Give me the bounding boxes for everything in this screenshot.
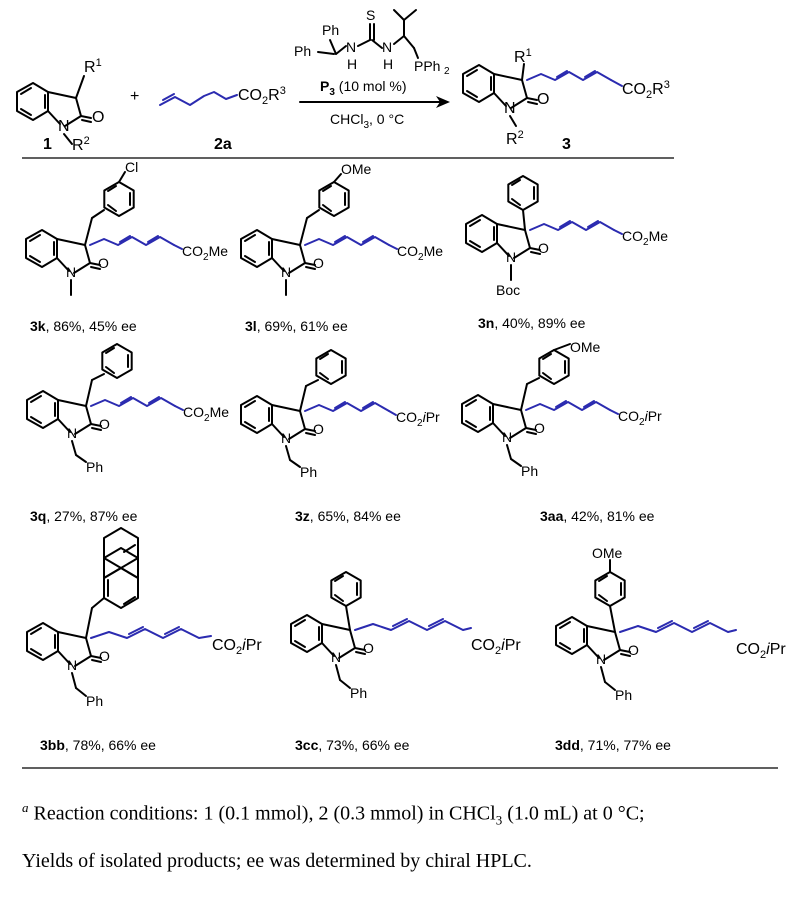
nitrogen-label: N — [58, 118, 70, 135]
reactant-2a: CO2R3 2a — [159, 85, 286, 153]
svg-text:CO2iPr: CO2iPr — [396, 409, 440, 429]
oxygen-label: O — [92, 109, 104, 126]
svg-text:Ph: Ph — [615, 687, 632, 703]
svg-text:Ph: Ph — [350, 685, 367, 701]
caption-3n: 3n, 40%, 89% ee — [478, 315, 586, 331]
reaction-conditions: CHCl3, 0 °C — [330, 111, 404, 131]
svg-text:N: N — [382, 39, 392, 55]
svg-text:CO2iPr: CO2iPr — [471, 637, 521, 657]
compound-1-label: 1 — [43, 136, 52, 153]
svg-text:N: N — [596, 651, 606, 667]
structure-3l: OMe O N CO2Me — [240, 161, 443, 296]
product-r1-label: R1 — [514, 47, 532, 66]
svg-text:N: N — [281, 264, 291, 280]
svg-text:O: O — [628, 642, 639, 658]
caption-3aa: 3aa, 42%, 81% ee — [540, 508, 655, 524]
compound-3-label: 3 — [562, 136, 571, 153]
caption-3cc: 3cc, 73%, 66% ee — [295, 737, 410, 753]
caption-3k: 3k, 86%, 45% ee — [30, 318, 137, 334]
svg-text:N: N — [331, 649, 341, 665]
svg-text:N: N — [67, 425, 77, 441]
svg-text:CO2Me: CO2Me — [182, 243, 228, 263]
r2-label: R2 — [72, 135, 90, 154]
svg-text:Cl: Cl — [125, 159, 138, 175]
svg-text:N: N — [281, 430, 291, 446]
caption-3bb: 3bb, 78%, 66% ee — [40, 737, 156, 753]
structure-3bb: O N Ph CO2iPr — [26, 527, 262, 709]
caption-3l: 3l, 69%, 61% ee — [245, 318, 348, 334]
caption-3z: 3z, 65%, 84% ee — [295, 508, 401, 524]
svg-text:N: N — [506, 249, 516, 265]
svg-text:Ph: Ph — [294, 43, 311, 59]
co2r3-label: CO2R3 — [238, 85, 286, 107]
r1-label: R1 — [84, 57, 102, 76]
structure-3dd: OMe O N Ph CO2iPr — [555, 545, 786, 703]
svg-text:Boc: Boc — [496, 282, 520, 298]
svg-text:N: N — [502, 429, 512, 445]
svg-text:O: O — [538, 240, 549, 256]
svg-text:S: S — [366, 7, 375, 23]
product-nitrogen: N — [504, 100, 516, 117]
structure-3n: O N Boc CO2Me — [465, 175, 668, 298]
svg-text:OMe: OMe — [341, 161, 372, 177]
svg-text:Ph: Ph — [86, 459, 103, 475]
svg-text:CO2Me: CO2Me — [183, 404, 229, 424]
svg-text:2: 2 — [444, 66, 450, 77]
structure-3z: O N Ph CO2iPr — [240, 349, 440, 480]
reactant-1: R1 O N R2 1 — [16, 57, 104, 154]
svg-text:CO2Me: CO2Me — [397, 243, 443, 263]
svg-text:O: O — [98, 255, 109, 271]
catalyst-p3: Ph Ph N H S N H PPh 2 — [294, 7, 450, 77]
svg-text:OMe: OMe — [570, 339, 601, 355]
structure-3aa: OMe O N Ph CO2iPr — [461, 339, 662, 479]
svg-text:N: N — [66, 264, 76, 280]
svg-text:CO2iPr: CO2iPr — [736, 641, 786, 661]
svg-text:CO2Me: CO2Me — [622, 228, 668, 248]
caption-3dd: 3dd, 71%, 77% ee — [555, 737, 671, 753]
product-ester-label: CO2R3 — [622, 79, 670, 101]
product-r2-label: R2 — [506, 129, 524, 148]
svg-text:PPh: PPh — [414, 58, 440, 74]
structure-3q: O N Ph CO2Me — [26, 343, 229, 475]
svg-text:Ph: Ph — [322, 22, 339, 38]
svg-text:Ph: Ph — [521, 463, 538, 479]
svg-text:O: O — [534, 420, 545, 436]
catalyst-loading: P3 (10 mol %) — [320, 78, 406, 98]
svg-text:O: O — [99, 648, 110, 664]
svg-text:Ph: Ph — [86, 693, 103, 709]
svg-text:N: N — [346, 39, 356, 55]
svg-text:CO2iPr: CO2iPr — [212, 637, 262, 657]
svg-text:Ph: Ph — [300, 464, 317, 480]
svg-text:O: O — [363, 640, 374, 656]
footnote-line-1: a Reaction conditions: 1 (0.1 mmol), 2 (… — [22, 800, 645, 828]
svg-text:N: N — [67, 657, 77, 673]
svg-text:H: H — [347, 56, 357, 72]
plus-sign: + — [130, 88, 139, 105]
footnote-line-2: Yields of isolated products; ee was dete… — [22, 850, 532, 872]
svg-text:H: H — [383, 56, 393, 72]
structure-3cc: O N Ph CO2iPr — [290, 571, 521, 701]
product-oxygen: O — [537, 91, 549, 108]
compound-2a-label: 2a — [214, 136, 232, 153]
product-3: R1 CO2R3 O N R2 3 — [462, 47, 670, 153]
svg-text:O: O — [313, 421, 324, 437]
reaction-arrow — [299, 96, 450, 108]
svg-text:O: O — [313, 255, 324, 271]
caption-3q: 3q, 27%, 87% ee — [30, 508, 138, 524]
structure-3k: Cl O N CO2Me — [25, 159, 228, 296]
svg-text:O: O — [99, 416, 110, 432]
svg-text:OMe: OMe — [592, 545, 623, 561]
svg-text:CO2iPr: CO2iPr — [618, 408, 662, 428]
